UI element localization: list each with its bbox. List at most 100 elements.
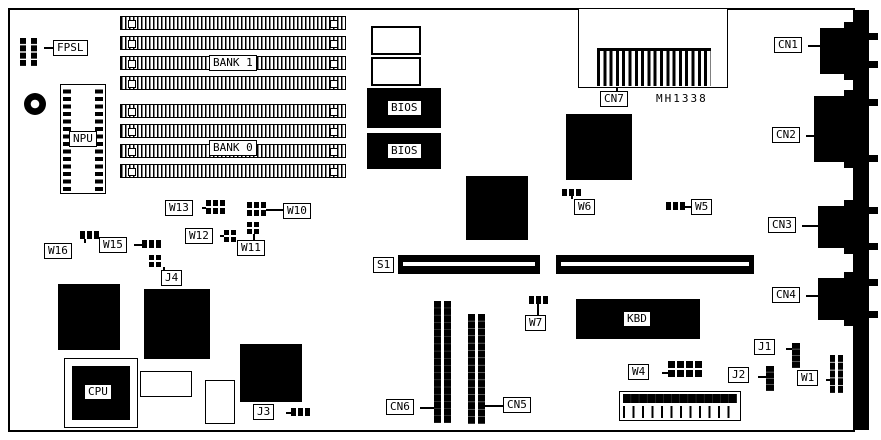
jumper-w13 (206, 200, 225, 214)
cn1-connector-flange (844, 22, 854, 80)
component-outline (371, 57, 421, 86)
jumper-w5 (666, 202, 685, 210)
leader-line-w5 (685, 206, 691, 208)
simm-socket-bank1-1 (120, 16, 346, 30)
leader-line-w6 (571, 196, 573, 199)
label-j3: J3 (253, 404, 275, 420)
leader-line-cn1 (808, 45, 820, 47)
leader-line-w12 (220, 235, 224, 237)
jumper-w10 (247, 202, 266, 216)
jumper-w12 (224, 230, 236, 242)
cn4-connector-flange (844, 272, 854, 326)
ic-chip (58, 284, 120, 350)
slot-s1-segment-b (556, 255, 754, 274)
leader-line-cn3 (802, 225, 818, 227)
label-j4: J4 (161, 270, 183, 286)
label-w1: W1 (797, 370, 819, 386)
simm-socket-bank0-1 (120, 104, 346, 118)
slot-s1-segment-a (398, 255, 540, 274)
ic-chip (240, 344, 302, 402)
bracket-tab (869, 207, 878, 214)
slot-keyway (561, 262, 749, 266)
bottom-connector-pins (623, 394, 737, 403)
leader-line-w10 (266, 209, 283, 211)
bracket-tab (869, 279, 878, 286)
jumper-w15 (142, 240, 161, 248)
jumper-j4 (149, 255, 161, 267)
label-w11: W11 (237, 240, 265, 256)
jumper-j3 (291, 408, 310, 416)
cn3-connector (818, 206, 848, 248)
leader-line-cn5 (485, 405, 503, 407)
fpsl-pin-header (20, 38, 37, 66)
label-fpsl: FPSL (53, 40, 88, 56)
leader-line-j4 (163, 267, 165, 270)
label-w12: W12 (185, 228, 213, 244)
leader-line-w15 (134, 244, 142, 246)
jumper-block-w4 (668, 361, 702, 377)
component-outline (140, 371, 192, 397)
label-npu: NPU (69, 131, 97, 147)
label-w13: W13 (165, 200, 193, 216)
component-outline (371, 26, 421, 55)
simm-socket-bank1-2 (120, 36, 346, 50)
ic-chip (566, 114, 632, 180)
part-number-text: MH1338 (656, 92, 708, 105)
leader-line-w11 (253, 234, 255, 240)
label-cn7: CN7 (600, 91, 628, 107)
ic-chip (466, 176, 528, 240)
label-cn5: CN5 (503, 397, 531, 413)
label-bios-top: BIOS (387, 100, 422, 116)
leader-line-j2 (758, 376, 766, 378)
leader-line-cn6 (420, 407, 434, 409)
label-s1: S1 (373, 257, 395, 273)
cn3-connector-flange (844, 200, 854, 254)
slot-keyway (403, 262, 535, 266)
label-bios-bottom: BIOS (387, 143, 422, 159)
simm-socket-bank0-4 (120, 164, 346, 178)
pin-column (63, 87, 71, 191)
label-cn2: CN2 (772, 127, 800, 143)
cn7-edge-fingers (597, 48, 711, 86)
mounting-hole (24, 93, 46, 115)
ic-chip (144, 289, 210, 359)
label-w6: W6 (574, 199, 596, 215)
jumper-w11 (247, 222, 259, 234)
label-w7: W7 (525, 315, 547, 331)
label-w10: W10 (283, 203, 311, 219)
leader-line-w7 (537, 304, 539, 315)
cn6-pin-header (434, 301, 451, 423)
label-j1: J1 (754, 339, 776, 355)
pin-column (95, 87, 103, 191)
label-bank0: BANK 0 (209, 140, 257, 156)
leader-line-w13 (202, 207, 206, 209)
bracket-tab (869, 243, 878, 250)
bracket-tab (869, 311, 878, 318)
bracket-tab (869, 61, 878, 68)
simm-socket-bank1-4 (120, 76, 346, 90)
io-bracket-bar (853, 10, 869, 430)
label-j2: J2 (728, 367, 750, 383)
component-outline (205, 380, 235, 424)
label-w5: W5 (691, 199, 713, 215)
label-cn6: CN6 (386, 399, 414, 415)
bracket-tab (869, 33, 878, 40)
label-cn1: CN1 (774, 37, 802, 53)
bracket-tab (869, 155, 878, 162)
label-w4: W4 (628, 364, 650, 380)
label-bank1: BANK 1 (209, 55, 257, 71)
label-w16: W16 (44, 243, 72, 259)
cn2-connector-flange (844, 90, 854, 168)
jumper-w16 (80, 231, 99, 239)
leader-line-j1 (786, 348, 792, 350)
leader-line-cn4 (806, 295, 818, 297)
leader-line-cn7 (616, 88, 618, 92)
simm-socket-bank0-2 (120, 124, 346, 138)
leader-line-w1 (826, 379, 830, 381)
bracket-tab (869, 99, 878, 106)
leader-line-fpsl (44, 47, 53, 49)
bottom-connector-teeth (623, 406, 737, 418)
jumper-w1 (830, 355, 843, 393)
leader-line-w16 (84, 239, 86, 243)
